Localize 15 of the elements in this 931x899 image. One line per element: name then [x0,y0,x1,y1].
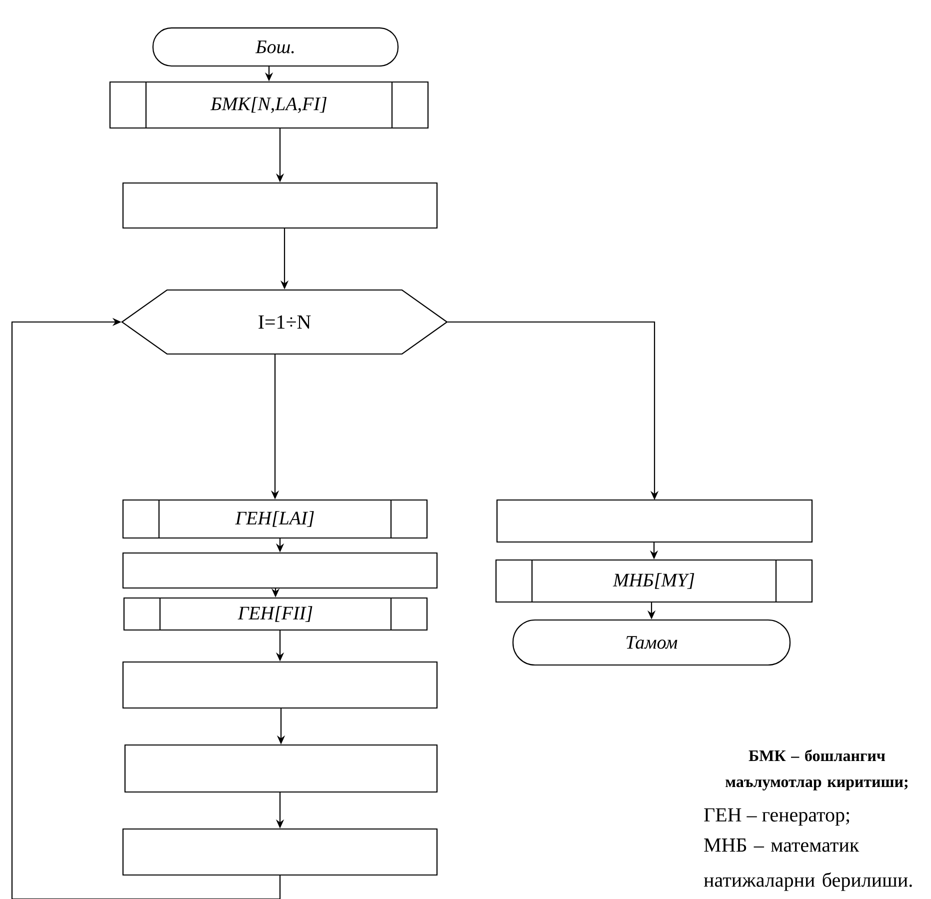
loop-hexagon: I=1÷N [121,289,448,355]
process-box [122,552,438,589]
subroutine-box: ГЕН[FII] [123,597,428,631]
process-box [122,661,438,709]
legend-note: ГЕН – генератор; [704,808,850,826]
process-box [496,499,813,543]
subroutine-box: МНБ[MY] [495,559,813,603]
legend-note: БМК – бошлангич маълумотлар киритиши; [726,750,908,790]
legend-note: МНБ – математик натижаларни берилиши. [704,838,912,891]
process-box [122,828,438,876]
subroutine-box: БМК[N,LA,FI] [109,81,429,129]
process-box [122,182,438,229]
process-box [124,744,438,793]
arrow [11,318,281,899]
subroutine-box: ГЕН[LAI] [122,499,428,539]
